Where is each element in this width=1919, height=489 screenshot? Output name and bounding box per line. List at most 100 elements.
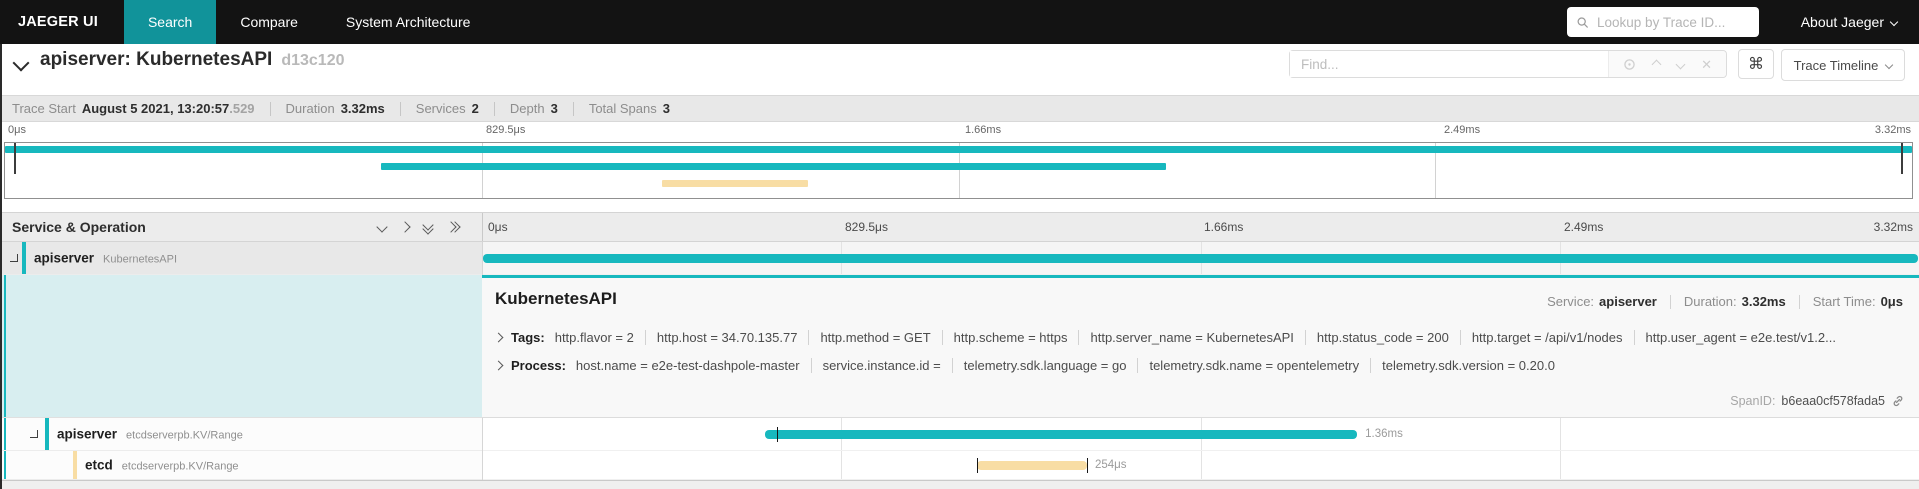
minimap-span-bar <box>5 146 1912 153</box>
tags-accordion-row[interactable]: Tags: http.flavor = 2 http.host = 34.70.1… <box>493 330 1836 345</box>
span-detail-stats: Service: apiserver Duration: 3.32ms Star… <box>1547 295 1903 309</box>
trace-lookup-box[interactable] <box>1566 7 1759 37</box>
bottom-strip <box>0 480 1919 489</box>
chevron-down-icon <box>1885 60 1894 70</box>
expand-one-level-icon[interactable] <box>376 221 388 233</box>
timeline-gridline <box>1559 451 1561 479</box>
find-controls: ✕ <box>1608 51 1726 77</box>
find-input[interactable] <box>1290 51 1609 77</box>
minimap-tick-labels: 0μs 829.5μs 1.66ms 2.49ms 3.32ms <box>0 124 1919 140</box>
window-left-edge <box>0 44 2 489</box>
timeline-tick-label: 3.32ms <box>1874 124 1911 136</box>
collapse-children-chevron-icon[interactable] <box>30 430 38 438</box>
command-icon: ⌘ <box>1748 56 1764 73</box>
kv-pair: http.method = GET <box>808 330 931 345</box>
trace-view-label: Trace Timeline <box>1793 57 1879 73</box>
kv-pair: http.host = 34.70.135.77 <box>644 330 797 345</box>
operation-name: KubernetesAPI <box>103 253 178 266</box>
kv-pair: http.user_agent = e2e.test/v1.2... <box>1633 330 1836 345</box>
service-operation-header: Service & Operation <box>12 219 146 235</box>
find-group: ✕ <box>1289 50 1727 78</box>
column-divider <box>482 242 483 275</box>
collapse-children-chevron-icon[interactable] <box>10 254 18 262</box>
find-prev-icon[interactable] <box>1651 59 1662 69</box>
about-jaeger-menu[interactable]: About Jaeger <box>1801 14 1899 30</box>
trace-lookup-input[interactable] <box>1595 13 1749 31</box>
span-boundary-tick <box>1086 458 1088 473</box>
span-duration-bar[interactable] <box>977 461 1087 470</box>
kv-pair: service.instance.id = <box>810 358 941 373</box>
span-duration-label: 254μs <box>1094 459 1127 471</box>
kv-pair: http.target = /api/v1/nodes <box>1459 330 1623 345</box>
trace-title-text: apiserver: KubernetesAPI <box>40 49 273 70</box>
span-timeline-cell[interactable] <box>482 242 1919 275</box>
collapse-trace-chevron-icon[interactable] <box>12 54 30 72</box>
nav-tab-system-architecture[interactable]: System Architecture <box>345 14 471 30</box>
column-divider <box>482 451 483 480</box>
nav-tab-search[interactable]: Search <box>123 0 217 44</box>
timeline-tick-label: 0μs <box>488 220 508 234</box>
span-duration-bar[interactable] <box>482 254 1919 263</box>
column-divider[interactable] <box>482 213 483 241</box>
span-duration-bar[interactable] <box>765 430 1358 439</box>
trace-indent-guide <box>4 275 6 417</box>
tags-list: http.flavor = 2 http.host = 34.70.135.77 h… <box>555 330 1836 345</box>
jaeger-logo[interactable]: JAEGER UI <box>18 14 98 30</box>
process-list: host.name = e2e-test-dashpole-master serv… <box>576 358 1555 373</box>
kv-pair: http.flavor = 2 <box>554 330 634 345</box>
collapse-all-icon[interactable] <box>445 221 461 233</box>
chevron-right-icon <box>493 360 504 371</box>
span-id-row: SpanID: b6eaa0cf578fada5 <box>1730 394 1905 408</box>
span-timeline-cell[interactable]: 254μs <box>482 451 1919 480</box>
focus-target-icon[interactable] <box>1623 58 1636 71</box>
search-icon <box>1577 16 1588 28</box>
span-detail-section: KubernetesAPI Service: apiserver Duratio… <box>0 275 1919 418</box>
timeline-tick-label: 2.49ms <box>1444 124 1481 136</box>
column-divider <box>482 418 483 451</box>
span-timeline-cell[interactable]: 1.36ms <box>482 418 1919 451</box>
find-next-icon[interactable] <box>1675 59 1686 69</box>
process-accordion-row[interactable]: Process: host.name = e2e-test-dashpole-m… <box>493 358 1555 373</box>
find-clear-icon[interactable]: ✕ <box>1701 56 1712 72</box>
service-color-bar <box>73 451 77 479</box>
service-color-bar <box>22 242 26 274</box>
stat-service: Service: apiserver <box>1547 294 1657 309</box>
trace-minimap[interactable] <box>4 142 1913 199</box>
copy-link-icon[interactable] <box>1891 394 1905 408</box>
viewport-right-handle[interactable] <box>1901 143 1903 174</box>
minimap-gridline <box>1435 143 1437 198</box>
minimap-gridline <box>958 143 960 198</box>
collapse-one-level-icon[interactable] <box>399 221 411 233</box>
span-boundary-tick <box>776 427 778 442</box>
trace-indent-guide <box>4 418 6 450</box>
chevron-down-icon <box>1889 17 1899 27</box>
tags-label: Tags: <box>511 330 545 345</box>
stat-start-time: Start Time: 0μs <box>1798 295 1903 309</box>
timeline-gridline <box>1559 418 1561 450</box>
nav-tab-compare[interactable]: Compare <box>240 14 298 30</box>
timeline-gridline <box>1200 451 1202 479</box>
trace-view-selector[interactable]: Trace Timeline <box>1781 49 1905 81</box>
span-detail-title: KubernetesAPI <box>495 289 617 308</box>
kv-pair: host.name = e2e-test-dashpole-master <box>575 358 800 373</box>
expand-all-icon[interactable] <box>422 219 434 235</box>
keyboard-shortcuts-button[interactable]: ⌘ <box>1738 49 1774 79</box>
viewport-left-handle[interactable] <box>14 143 16 174</box>
kv-pair: telemetry.sdk.language = go <box>951 358 1126 373</box>
kv-pair: telemetry.sdk.version = 0.20.0 <box>1370 358 1555 373</box>
minimap-span-bar <box>661 180 808 187</box>
span-id-label: SpanID: <box>1730 394 1776 408</box>
